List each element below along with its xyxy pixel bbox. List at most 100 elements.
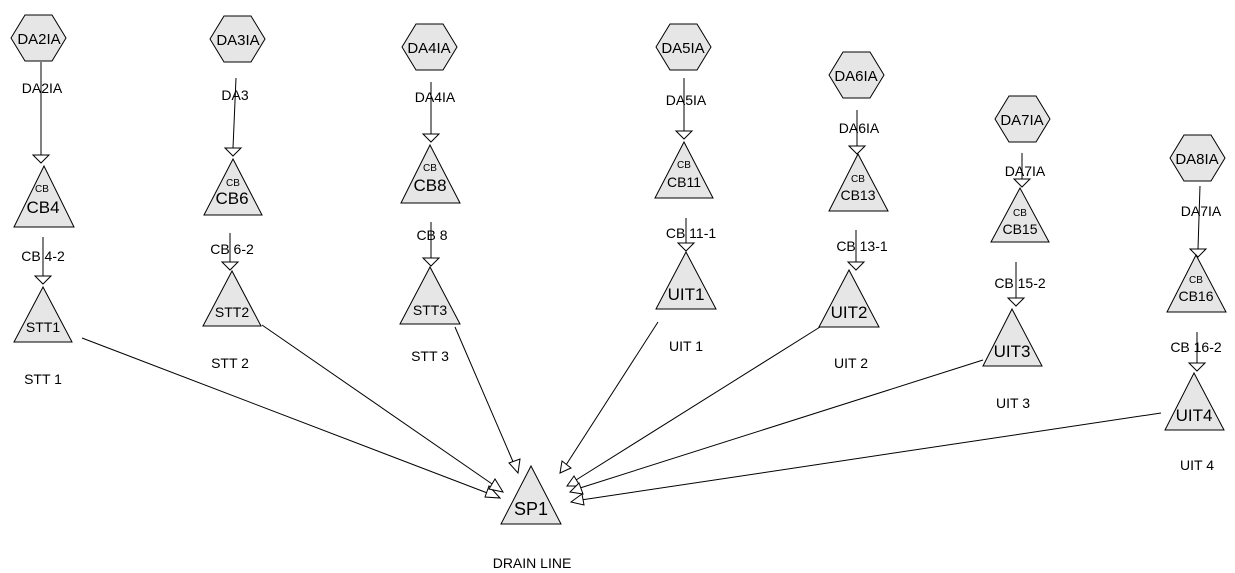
node-cb11[interactable]: CB CB11 bbox=[654, 140, 714, 199]
arrowhead bbox=[846, 261, 866, 271]
node-cb16[interactable]: CB CB16 bbox=[1166, 253, 1227, 313]
edge-stt1-sp1 bbox=[81, 337, 491, 495]
node-label: CB16 bbox=[1178, 288, 1213, 304]
node-da7ia[interactable]: DA7IA bbox=[994, 95, 1051, 143]
edge-label: UIT 2 bbox=[834, 355, 868, 371]
node-stt2[interactable]: STT2 bbox=[202, 269, 262, 327]
node-label: STT1 bbox=[26, 319, 60, 335]
node-sublabel: CB bbox=[1013, 208, 1027, 219]
edge-label: CB 11-1 bbox=[666, 225, 717, 241]
edge-uit4-sp1 bbox=[580, 412, 1162, 501]
edge-label: DA7IA bbox=[1181, 203, 1222, 219]
node-label: CB15 bbox=[1002, 221, 1037, 237]
edge-uit3-sp1 bbox=[579, 359, 984, 489]
node-label: DA3IA bbox=[216, 32, 259, 49]
node-label: CB11 bbox=[667, 174, 701, 190]
node-sublabel: CB bbox=[226, 178, 240, 189]
arrowhead bbox=[488, 478, 505, 493]
node-da4ia[interactable]: DA4IA bbox=[401, 23, 458, 71]
arrowhead bbox=[421, 133, 441, 143]
node-stt3[interactable]: STT3 bbox=[399, 265, 461, 325]
node-stt1[interactable]: STT1 bbox=[13, 285, 73, 343]
node-da5ia[interactable]: DA5IA bbox=[655, 23, 712, 71]
node-label: CB8 bbox=[413, 176, 446, 195]
edge-label: UIT 1 bbox=[669, 338, 703, 354]
node-label: UIT4 bbox=[1176, 406, 1213, 425]
node-cb4[interactable]: CB CB4 bbox=[13, 164, 75, 228]
node-uit4[interactable]: UIT4 bbox=[1164, 371, 1225, 431]
node-label: UIT2 bbox=[831, 303, 868, 322]
node-label: UIT1 bbox=[668, 285, 705, 304]
source-nodes: DA2IA DA3IA DA4IA DA5IA DA6IA DA7IA DA8I… bbox=[10, 14, 1226, 182]
arrowhead bbox=[569, 493, 585, 506]
node-cb6[interactable]: CB CB6 bbox=[203, 157, 263, 216]
cb-nodes: CB CB4 CB CB6 CB CB8 CB CB11 CB CB13 CB … bbox=[13, 140, 1227, 313]
treatment-nodes: STT1 STT2 STT3 UIT1 UIT2 UIT3 UIT4 bbox=[13, 250, 1225, 431]
edge-label: CB 16-2 bbox=[1170, 339, 1222, 355]
edges-cb-to-stt-uit bbox=[33, 218, 1207, 372]
node-sublabel: CB bbox=[35, 184, 49, 195]
node-label: DA5IA bbox=[661, 40, 704, 57]
edge-label: DA7IA bbox=[1005, 163, 1046, 179]
edge-label: STT 2 bbox=[211, 355, 249, 371]
edge-label: STT 3 bbox=[411, 348, 449, 364]
arrowhead bbox=[1006, 297, 1026, 307]
edge-label: DA5IA bbox=[666, 92, 707, 108]
edge-label: CB 8 bbox=[416, 227, 447, 243]
node-label: UIT3 bbox=[994, 342, 1031, 361]
arrowhead bbox=[1188, 248, 1208, 258]
drain-line-label: DRAIN LINE bbox=[493, 555, 572, 571]
edges-source-to-cb bbox=[31, 62, 1208, 258]
node-label: STT3 bbox=[413, 302, 447, 318]
edge-label: UIT 3 bbox=[996, 395, 1030, 411]
arrowhead bbox=[1187, 362, 1207, 372]
node-da2ia[interactable]: DA2IA bbox=[10, 14, 67, 62]
node-uit3[interactable]: UIT3 bbox=[982, 307, 1043, 367]
node-cb13[interactable]: CB CB13 bbox=[828, 152, 889, 212]
arrowhead bbox=[568, 482, 584, 495]
node-uit2[interactable]: UIT2 bbox=[818, 268, 880, 328]
arrowhead bbox=[676, 242, 696, 252]
arrowhead bbox=[33, 275, 53, 285]
node-sublabel: CB bbox=[851, 174, 865, 185]
node-sublabel: CB bbox=[677, 160, 691, 171]
edge-label: CB 6-2 bbox=[210, 241, 254, 257]
arrowhead bbox=[559, 460, 572, 474]
arrowhead bbox=[421, 257, 441, 267]
node-cb15[interactable]: CB CB15 bbox=[990, 186, 1050, 243]
edge-labels: DA2IA DA3 DA4IA DA5IA DA6IA DA7IA DA7IA … bbox=[21, 80, 1222, 473]
node-label: DA2IA bbox=[17, 31, 60, 48]
edge-label: STT 1 bbox=[24, 371, 62, 387]
node-cb8[interactable]: CB CB8 bbox=[400, 143, 461, 204]
node-da3ia[interactable]: DA3IA bbox=[209, 15, 266, 63]
edge-stt2-sp1 bbox=[261, 324, 496, 487]
node-label: CB6 bbox=[215, 189, 248, 208]
arrowhead bbox=[1012, 178, 1032, 188]
node-label: CB13 bbox=[840, 187, 875, 203]
arrowhead bbox=[31, 154, 51, 164]
node-sublabel: CB bbox=[423, 163, 437, 174]
edges-to-sp1 bbox=[81, 321, 1162, 506]
arrowhead bbox=[674, 130, 694, 140]
node-sp1[interactable]: SP1 bbox=[500, 464, 562, 525]
arrowhead bbox=[220, 261, 240, 271]
arrowhead bbox=[847, 145, 867, 155]
node-da6ia[interactable]: DA6IA bbox=[828, 51, 885, 99]
edge-uit1-sp1 bbox=[565, 321, 659, 466]
node-label: CB4 bbox=[26, 198, 59, 217]
node-label: DA7IA bbox=[1000, 112, 1043, 129]
node-label: SP1 bbox=[514, 499, 548, 519]
arrowhead bbox=[566, 475, 581, 487]
node-uit1[interactable]: UIT1 bbox=[655, 250, 717, 310]
node-sublabel: CB bbox=[1189, 275, 1203, 286]
edge-label: CB 15-2 bbox=[994, 275, 1046, 291]
edge-label: DA4IA bbox=[415, 89, 456, 105]
arrowhead bbox=[508, 458, 521, 475]
edge-label: DA6IA bbox=[839, 120, 880, 136]
edge-da8ia-cb16 bbox=[1197, 185, 1201, 250]
edge-label: CB 13-1 bbox=[836, 238, 888, 254]
arrowhead bbox=[223, 147, 243, 157]
node-da8ia[interactable]: DA8IA bbox=[1169, 134, 1226, 182]
edge-label: UIT 4 bbox=[1180, 457, 1214, 473]
